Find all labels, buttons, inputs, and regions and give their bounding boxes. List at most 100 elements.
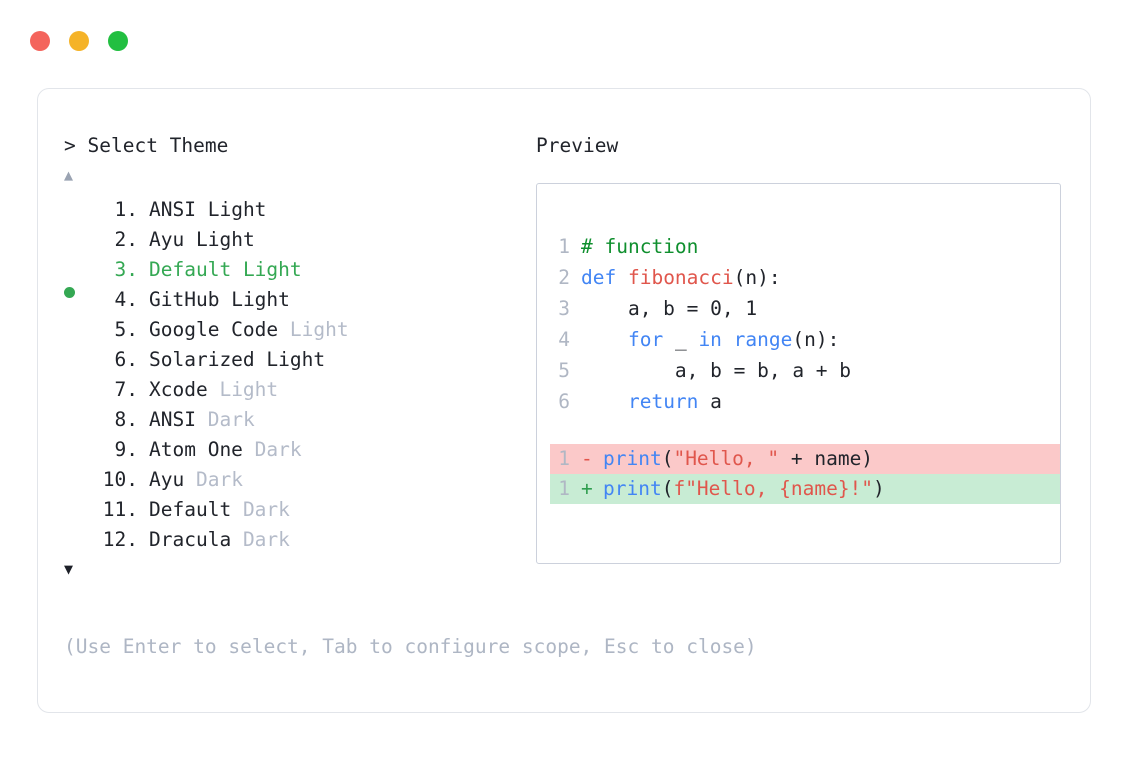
- diff-sign: -: [581, 447, 593, 470]
- theme-item-number: 9.: [114, 438, 138, 461]
- diff-block: 1-print("Hello, " + name)1+print(f"Hello…: [550, 444, 1060, 504]
- diff-added-line: 1 + print(f"Hello, {name}!"): [550, 474, 1060, 504]
- code-token: (: [661, 477, 674, 500]
- minimize-button-icon[interactable]: [69, 31, 89, 51]
- theme-item-label: Default Light: [149, 255, 302, 285]
- code-line: 1 # function: [550, 231, 1060, 262]
- code-line-text: a, b = 0, 1: [581, 293, 757, 324]
- scroll-down-icon[interactable]: ▼: [64, 560, 74, 578]
- theme-list-item[interactable]: 3.Default Light: [64, 255, 534, 298]
- code-line: 6 return a: [550, 386, 1060, 417]
- theme-list-pane: > Select Theme ▲ 1. ANSI Light 2. Ayu Light…: [64, 133, 534, 579]
- line-number: 4: [558, 328, 570, 351]
- theme-item-name: Atom One: [149, 438, 243, 461]
- code-token: print: [603, 477, 662, 500]
- theme-list-item[interactable]: 2. Ayu Light: [64, 225, 534, 255]
- preview-title: Preview: [536, 134, 619, 157]
- code-token: # function: [581, 235, 699, 258]
- line-number: 5: [558, 359, 570, 382]
- theme-item-number: 4.: [114, 288, 138, 311]
- theme-list-item[interactable]: 4. GitHub Light: [64, 285, 534, 315]
- theme-item-variant: Light: [231, 288, 290, 311]
- theme-item-label: Ayu Dark: [149, 465, 243, 495]
- theme-item-label: GitHub Light: [149, 285, 290, 315]
- code-token: [581, 328, 628, 351]
- code-token: (n):: [733, 266, 781, 289]
- theme-item-number: 5.: [114, 318, 138, 341]
- theme-list-item[interactable]: 6. Solarized Light: [64, 345, 534, 375]
- theme-item-label: Solarized Light: [149, 345, 325, 375]
- theme-list-item[interactable]: 5.Google Code Light: [64, 315, 534, 345]
- theme-item-number: 12.: [102, 528, 138, 551]
- code-line-text: for _ in range(n):: [581, 324, 839, 355]
- scroll-up-icon[interactable]: ▲: [64, 166, 74, 184]
- code-token: range: [733, 328, 793, 351]
- theme-item-name: GitHub: [149, 288, 220, 311]
- theme-item-variant: Light: [266, 348, 326, 371]
- maximize-button-icon[interactable]: [108, 31, 128, 51]
- code-token: f"Hello, {name}!": [673, 477, 874, 500]
- code-token: print: [603, 447, 662, 470]
- theme-item-number: 6.: [114, 348, 138, 371]
- theme-item-variant: Light: [289, 318, 349, 341]
- theme-item-variant: Light: [219, 378, 279, 401]
- code-line: 4 for _ in range(n):: [550, 324, 1060, 355]
- code-token: fibonacci: [627, 266, 734, 289]
- diff-sign: +: [581, 477, 593, 500]
- theme-item-variant: Light: [242, 258, 302, 281]
- code-token: (n):: [792, 328, 840, 351]
- line-number: 1: [558, 477, 570, 500]
- line-number: 1: [558, 235, 570, 258]
- theme-item-variant: Dark: [242, 528, 290, 551]
- selected-bullet-icon: [64, 287, 75, 298]
- code-token: def: [581, 266, 628, 289]
- code-token: [581, 390, 628, 413]
- theme-item-label: Xcode Light: [149, 375, 278, 405]
- line-number: 2: [558, 266, 570, 289]
- theme-list-item[interactable]: 8. ANSI Dark: [64, 405, 534, 435]
- theme-item-number: 8.: [114, 408, 138, 431]
- code-token: a, b =: [581, 297, 711, 320]
- code-gap: [550, 417, 1060, 444]
- theme-item-number: 11.: [102, 498, 138, 521]
- theme-item-number: 2.: [114, 228, 138, 251]
- theme-list-item[interactable]: 7.Xcode Light: [64, 375, 534, 405]
- page-title: Select Theme: [87, 134, 229, 157]
- theme-item-variant: Dark: [254, 438, 302, 461]
- code-token: "Hello, ": [673, 447, 780, 470]
- code-line: 2 def fibonacci(n):: [550, 262, 1060, 293]
- line-number: 6: [558, 390, 570, 413]
- code-token: (: [661, 447, 674, 470]
- diff-line-text: print("Hello, " + name): [603, 444, 873, 474]
- theme-list-item[interactable]: 12. Dracula Dark: [64, 525, 534, 555]
- theme-item-variant: Dark: [207, 408, 255, 431]
- help-hint: (Use Enter to select, Tab to configure s…: [64, 635, 757, 658]
- code-token: return: [627, 390, 699, 413]
- prompt-marker: >: [64, 134, 76, 157]
- code-token: 0: [710, 297, 722, 320]
- theme-item-number: 1.: [114, 198, 138, 221]
- theme-list-item[interactable]: 1. ANSI Light: [64, 195, 534, 225]
- theme-item-name: ANSI: [149, 198, 196, 221]
- theme-list-item[interactable]: 9. Atom One Dark: [64, 435, 534, 465]
- code-token: for: [627, 328, 664, 351]
- diff-removed-line: 1-print("Hello, " + name): [550, 444, 1060, 474]
- theme-item-label: ANSI Light: [149, 195, 266, 225]
- theme-list-item[interactable]: 10.Ayu Dark: [64, 465, 534, 495]
- theme-item-label: Ayu Light: [149, 225, 255, 255]
- theme-item-name: Dracula: [149, 528, 232, 551]
- code-token: a: [698, 390, 722, 413]
- code-line: 3 a, b = 0, 1: [550, 293, 1060, 324]
- code-line-text: return a: [581, 386, 722, 417]
- line-number: 3: [558, 297, 570, 320]
- theme-item-name: ANSI: [149, 408, 196, 431]
- code-line-text: a, b = b, a + b: [581, 355, 851, 386]
- theme-list-item[interactable]: 11.Default Dark: [64, 495, 534, 525]
- prompt-header: > Select Theme: [64, 133, 534, 159]
- close-button-icon[interactable]: [30, 31, 50, 51]
- theme-item-label: Atom One Dark: [149, 435, 302, 465]
- code-token: ): [873, 477, 885, 500]
